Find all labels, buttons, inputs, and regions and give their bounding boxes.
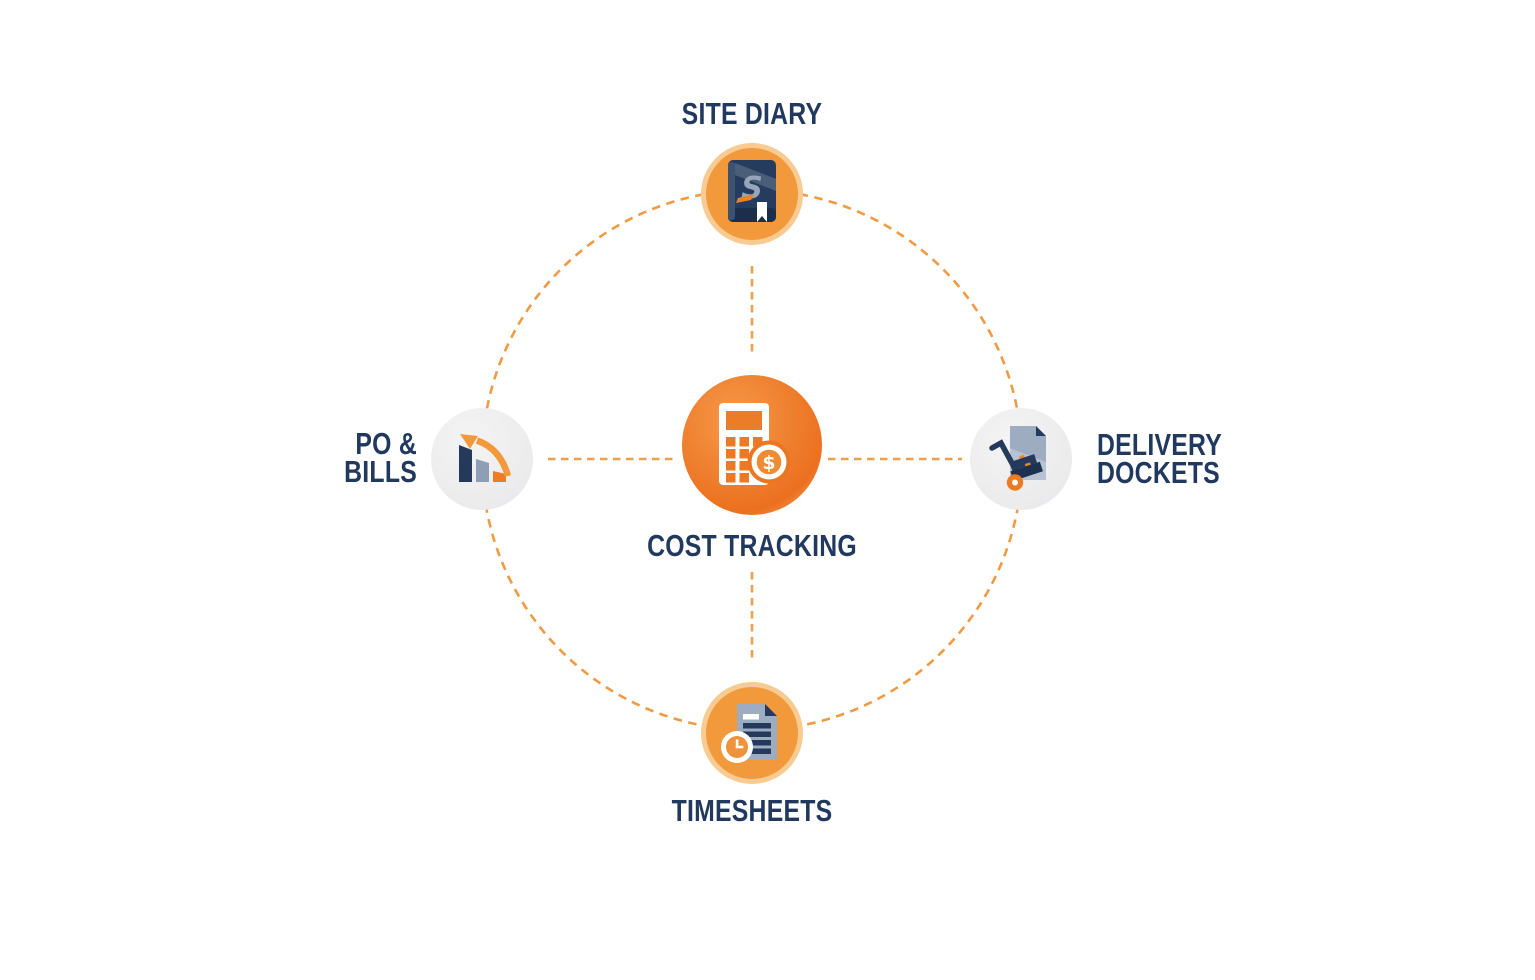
- label-cost-tracking: COST TRACKING: [632, 528, 872, 563]
- box-top: [1009, 454, 1038, 471]
- label-timesheets: TIMESHEETS: [632, 793, 872, 828]
- label-site-diary: SITE DIARY: [632, 96, 872, 131]
- diary-book-icon: S: [728, 160, 776, 222]
- label-line: DELIVERY: [1097, 427, 1223, 462]
- book-bookmark-ribbon: [757, 202, 767, 222]
- bar-navy: [459, 445, 472, 482]
- timesheet-clock-document-icon: [721, 704, 777, 763]
- calculator-screen: [726, 411, 762, 430]
- label-delivery-dockets: DELIVERY DOCKETS: [1097, 427, 1289, 490]
- node-timesheets: [701, 682, 803, 784]
- document-fold-corner: [765, 704, 777, 716]
- bar-gray: [476, 459, 489, 482]
- trend-arrow-head: [460, 434, 478, 449]
- label-line: COST TRACKING: [647, 528, 857, 563]
- coin-inner: [756, 449, 782, 475]
- label-po-bills: PO & BILLS: [241, 426, 417, 489]
- document-text-lines: [743, 723, 771, 754]
- node-cost-tracking: $: [682, 375, 822, 515]
- calculator-dollar-icon: $: [719, 403, 791, 485]
- node-po-bills: [431, 408, 533, 510]
- label-line: BILLS: [344, 454, 417, 489]
- bar-chart-growth-icon: [459, 434, 512, 482]
- hand-truck-document-icon: [989, 426, 1046, 491]
- label-line: PO &: [355, 426, 417, 461]
- hand-truck-wheel-hub: [1012, 479, 1018, 486]
- coin-dollar-symbol: $: [762, 452, 775, 474]
- trend-arrow-curve: [475, 437, 512, 477]
- clock-hour-hand: [735, 745, 744, 749]
- book-spine: [728, 162, 735, 220]
- label-line: DOCKETS: [1097, 455, 1220, 490]
- book-orange-accent: [736, 194, 754, 203]
- bar-orange: [493, 471, 506, 482]
- docket-fold-corner: [1036, 426, 1046, 436]
- book-bottom-band: [728, 208, 776, 222]
- node-site-diary: S: [701, 143, 803, 245]
- clock-minute-hand: [735, 739, 739, 748]
- document-title-line: [743, 714, 759, 720]
- book-sheen: [735, 163, 776, 191]
- label-line: SITE DIARY: [681, 96, 823, 131]
- label-line: TIMESHEETS: [671, 793, 833, 828]
- node-delivery-dockets: [970, 408, 1072, 510]
